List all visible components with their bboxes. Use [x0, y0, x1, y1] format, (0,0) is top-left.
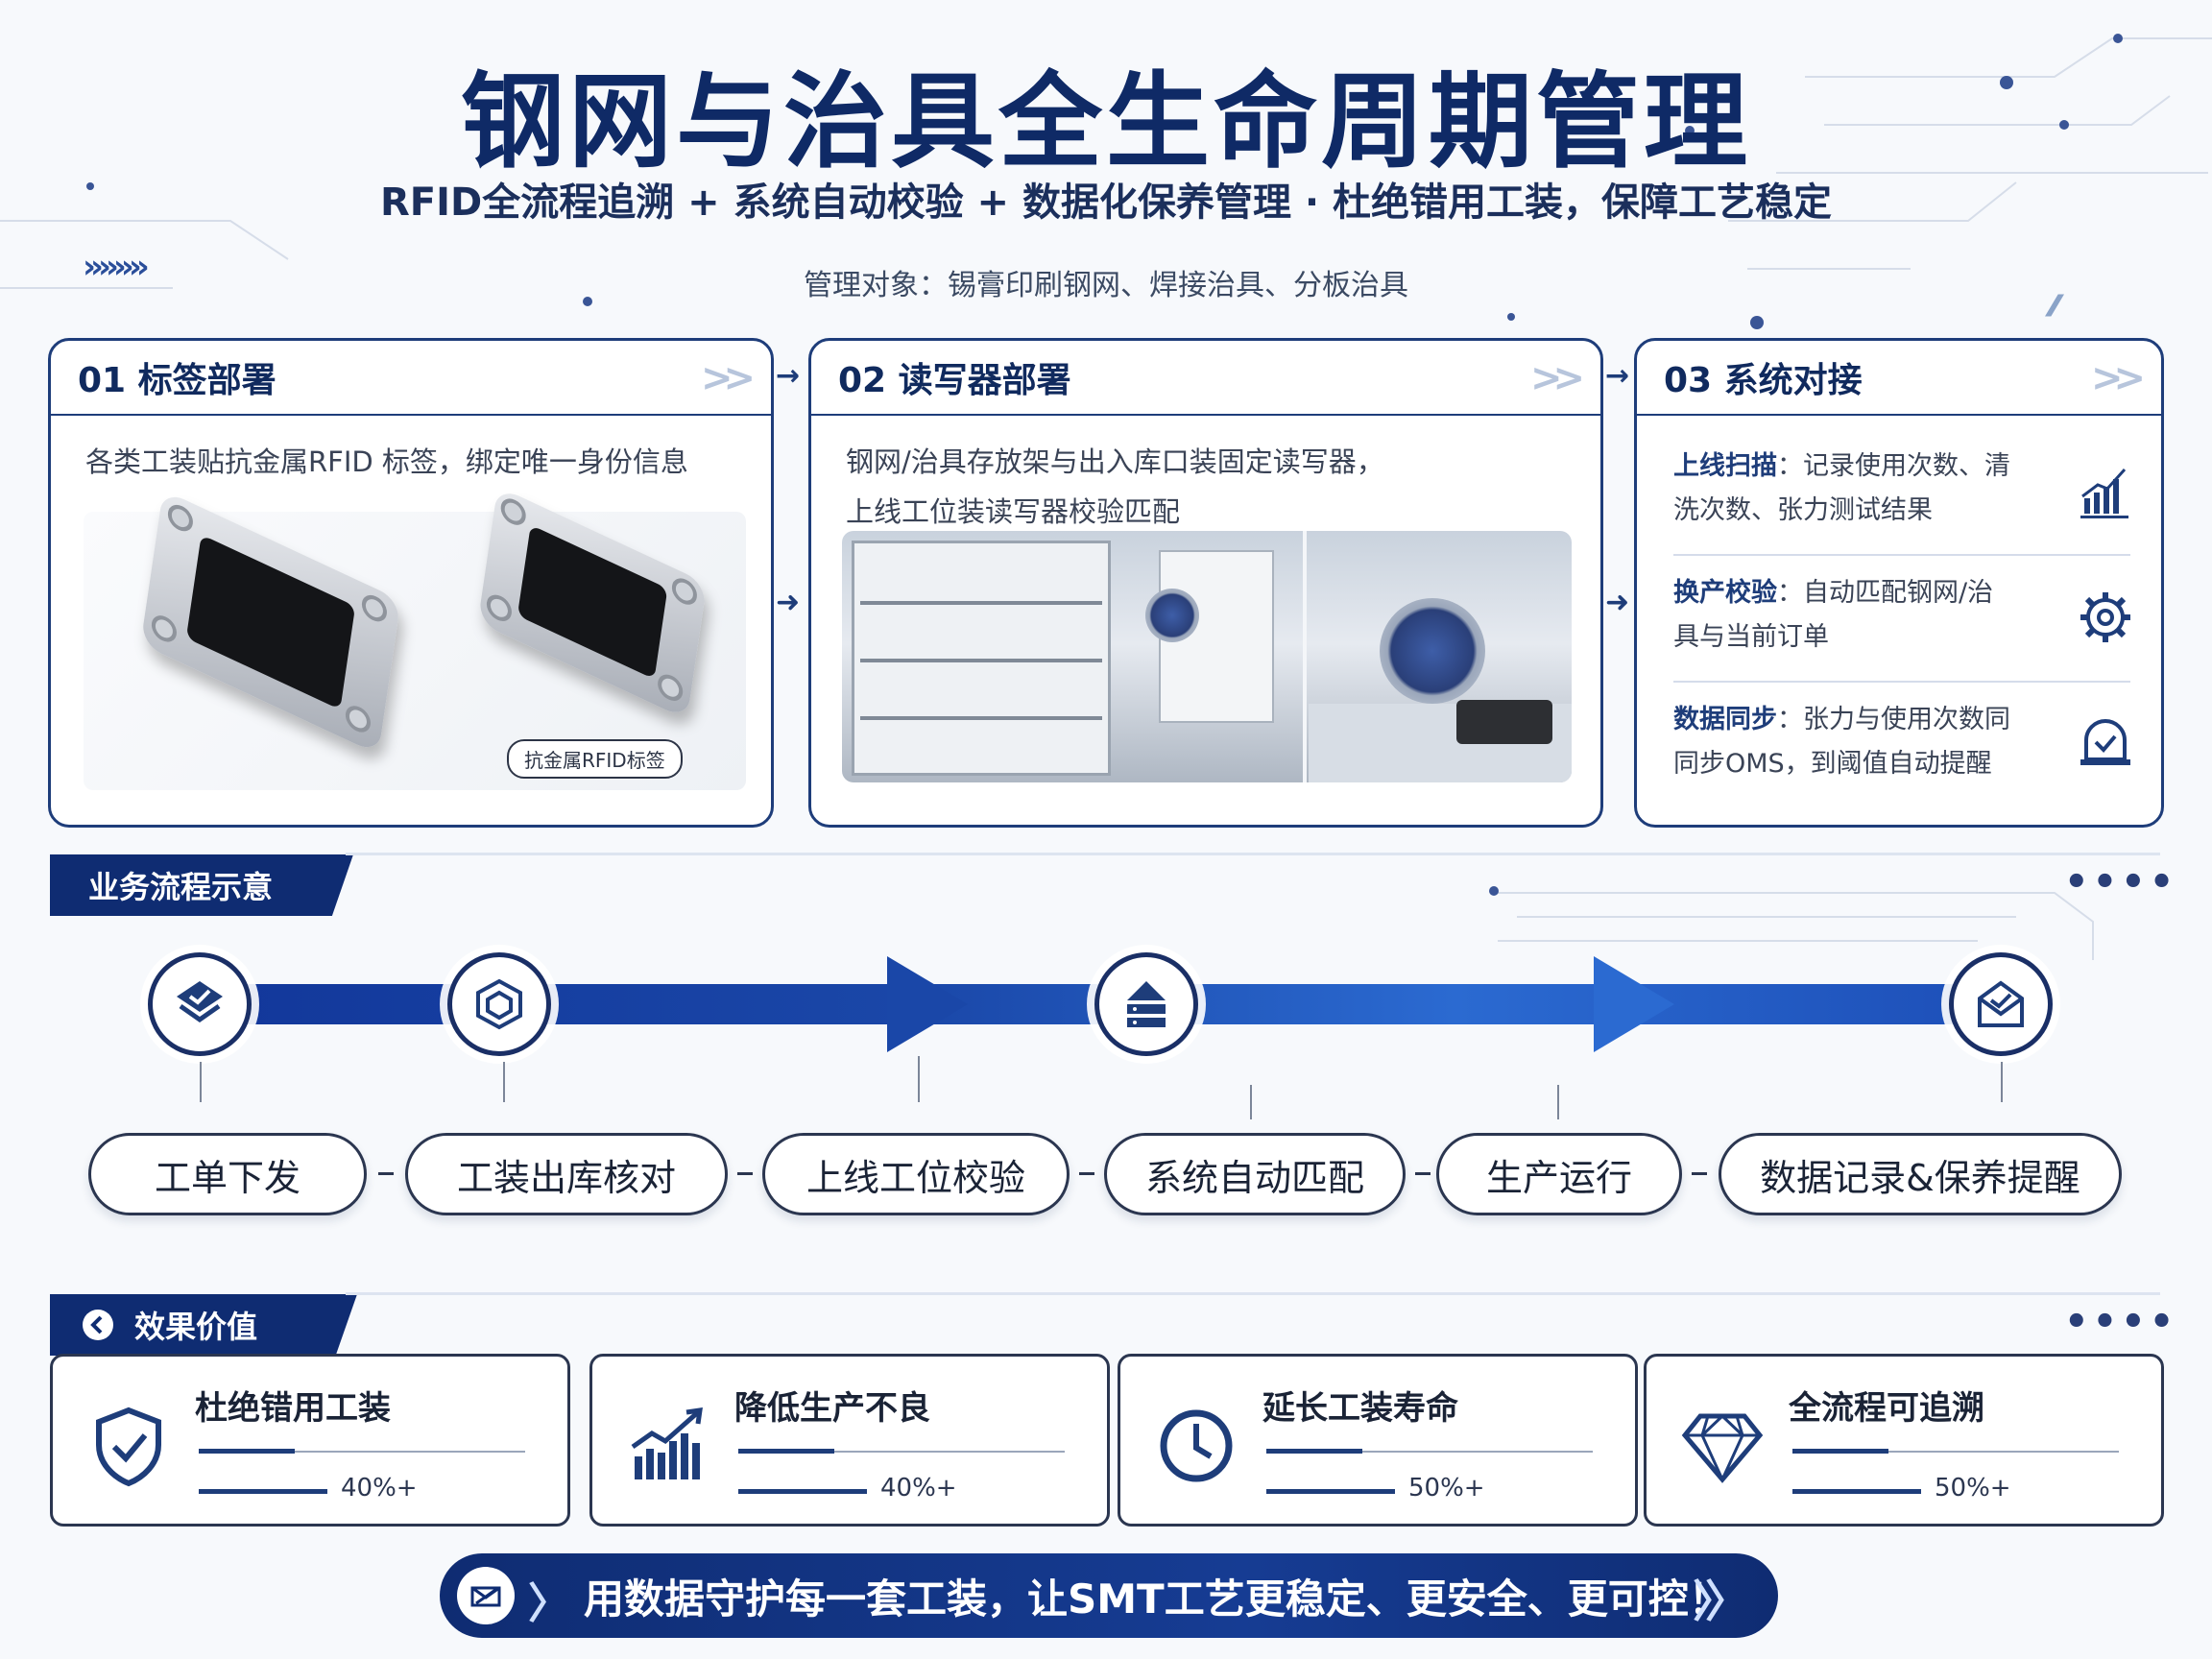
sys-item-verify: 换产校验：自动匹配钢网/治 具与当前订单 [1673, 578, 1994, 652]
effect-card: 延长工装寿命 50%+ [1118, 1354, 1638, 1527]
flow-step-station-verify: 上线工位校验 [762, 1133, 1070, 1215]
arrow-right-icon: ➜ [776, 586, 801, 619]
double-chevron-icon: >> [1529, 356, 1585, 400]
effect-title: 全流程可追溯 [1789, 1389, 1984, 1428]
mail-check-icon [1978, 980, 2024, 1027]
double-chevron-icon: >> [700, 356, 756, 400]
page-title: 钢网与治具全生命周期管理 [460, 62, 1751, 182]
chevron-right-icon: 〉 [528, 1579, 570, 1628]
rfid-reader [1145, 589, 1199, 642]
effect-value: 50%+ [1935, 1474, 2011, 1503]
rfid-tag-label: 抗金属RFID标签 [507, 739, 683, 779]
arrow-right-icon: → [776, 359, 801, 393]
flow-step-production: 生产运行 [1436, 1133, 1682, 1215]
step-description-line1: 钢网/治具存放架与出入库口装固定读写器， [846, 445, 1384, 478]
flow-banner: 业务流程示意 [50, 854, 353, 916]
flow-step-data-record: 数据记录&保养提醒 [1719, 1133, 2122, 1215]
arrow-right-icon: → [1605, 359, 1630, 393]
arrow-right-icon: ➜ [1605, 586, 1630, 619]
double-chevron-icon: >> [2090, 356, 2146, 400]
step-panel-tag-deploy: 01 标签部署 >> 各类工装贴抗金属RFID 标签，绑定唯一身份信息 [48, 338, 774, 828]
effect-title: 延长工装寿命 [1262, 1389, 1458, 1428]
flow-node [447, 952, 551, 1056]
effect-value: 40%+ [341, 1474, 418, 1503]
step-title: 01 标签部署 [78, 361, 276, 400]
double-chevron-icon: 〉〉 [1693, 1575, 1749, 1627]
rfid-tag [477, 486, 708, 720]
effect-title: 杜绝错用工装 [195, 1389, 391, 1428]
chevrons-decoration: »»»» [83, 248, 150, 286]
step-panel-system-integration: 03 系统对接 >> 上线扫描：记录使用次数、清 洗次数、张力测试结果 换产校验… [1634, 338, 2164, 828]
cube-icon [476, 978, 522, 1030]
value-icon [83, 1310, 113, 1340]
management-targets: 管理对象：锡膏印刷钢网、焊接治具、分板治具 [804, 269, 1408, 302]
page-subtitle: RFID全流程追溯 + 系统自动校验 + 数据化保养管理 · 杜绝错用工装，保障… [380, 180, 1832, 225]
mail-icon [457, 1567, 515, 1624]
server-icon [1127, 981, 1166, 1027]
flow-node [1949, 952, 2053, 1056]
flow-step-work-order: 工单下发 [88, 1133, 367, 1215]
rfid-tag [140, 490, 401, 755]
effect-value: 50%+ [1408, 1474, 1485, 1503]
slash-decoration-icon: ⁄⁄⁄⁄ [2051, 290, 2058, 324]
check-layers-icon [177, 981, 223, 1023]
slogan-text: 用数据守护每一套工装，让SMT工艺更稳定、更安全、更可控！ [584, 1575, 1729, 1623]
bar-chart-icon [2080, 468, 2128, 518]
effect-card: 杜绝错用工装 40%+ [50, 1354, 570, 1527]
reader-installation-photo [842, 531, 1572, 782]
effect-card: 降低生产不良 40%+ [589, 1354, 1110, 1527]
flow-node [1094, 952, 1198, 1056]
more-dots-icon: •••• [2064, 860, 2178, 904]
step-description-line2: 上线工位装读写器校验匹配 [846, 495, 1181, 528]
flow-arrow-icon [887, 956, 968, 1052]
clock-icon [1160, 1409, 1233, 1482]
more-dots-icon: •••• [2064, 1300, 2178, 1344]
step-panel-reader-deploy: 02 读写器部署 >> 钢网/治具存放架与出入库口装固定读写器， 上线工位装读写… [808, 338, 1603, 828]
flow-step-tool-checkout: 工装出库核对 [405, 1133, 728, 1215]
effects-banner-label: 效果价值 [134, 1309, 258, 1345]
flow-step-auto-match: 系统自动匹配 [1104, 1133, 1406, 1215]
sys-item-scan: 上线扫描：记录使用次数、清 洗次数、张力测试结果 [1673, 451, 2010, 525]
step-description: 各类工装贴抗金属RFID 标签，绑定唯一身份信息 [85, 445, 688, 478]
flow-arrow-icon [1594, 956, 1674, 1052]
diamond-icon [1681, 1413, 1764, 1483]
flow-node [148, 952, 252, 1056]
sys-item-sync: 数据同步：张力与使用次数同 同步OMS，到阈值自动提醒 [1673, 705, 2010, 779]
shield-check-icon [96, 1407, 161, 1487]
gear-icon [2080, 592, 2130, 642]
effect-value: 40%+ [880, 1474, 957, 1503]
slogan-banner: 〉 用数据守护每一套工装，让SMT工艺更稳定、更安全、更可控！ 〉〉 [440, 1553, 1778, 1638]
step-title: 02 读写器部署 [838, 361, 1071, 400]
effect-card: 全流程可追溯 50%+ [1644, 1354, 2164, 1527]
effect-title: 降低生产不良 [734, 1389, 930, 1428]
alarm-icon [2080, 719, 2130, 765]
step-title: 03 系统对接 [1664, 361, 1863, 400]
trend-up-icon [631, 1407, 703, 1479]
rfid-reader [1380, 598, 1485, 704]
